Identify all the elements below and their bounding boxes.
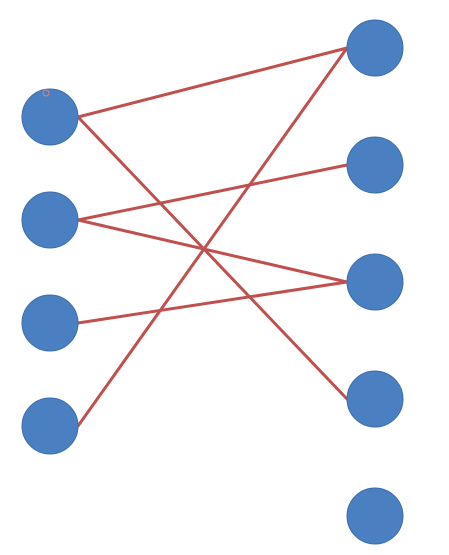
edges-layer bbox=[76, 46, 349, 428]
small-marker-icon bbox=[42, 89, 50, 97]
nodes-layer bbox=[21, 19, 404, 545]
right-node-r5 bbox=[346, 487, 404, 545]
edge-l1-r4 bbox=[76, 115, 349, 401]
left-node-l3 bbox=[21, 294, 79, 352]
left-node-l4 bbox=[21, 397, 79, 455]
right-node-r1 bbox=[346, 19, 404, 77]
edge-l2-r2 bbox=[76, 163, 349, 222]
right-node-r3 bbox=[346, 253, 404, 311]
right-node-r4 bbox=[346, 370, 404, 428]
edge-l2-r3 bbox=[76, 218, 349, 284]
edge-l1-r1 bbox=[76, 46, 349, 119]
edge-l3-r3 bbox=[76, 280, 349, 325]
left-node-l2 bbox=[21, 191, 79, 249]
left-node-l1 bbox=[21, 88, 79, 146]
right-node-r2 bbox=[346, 136, 404, 194]
edge-l4-r1 bbox=[76, 46, 349, 428]
